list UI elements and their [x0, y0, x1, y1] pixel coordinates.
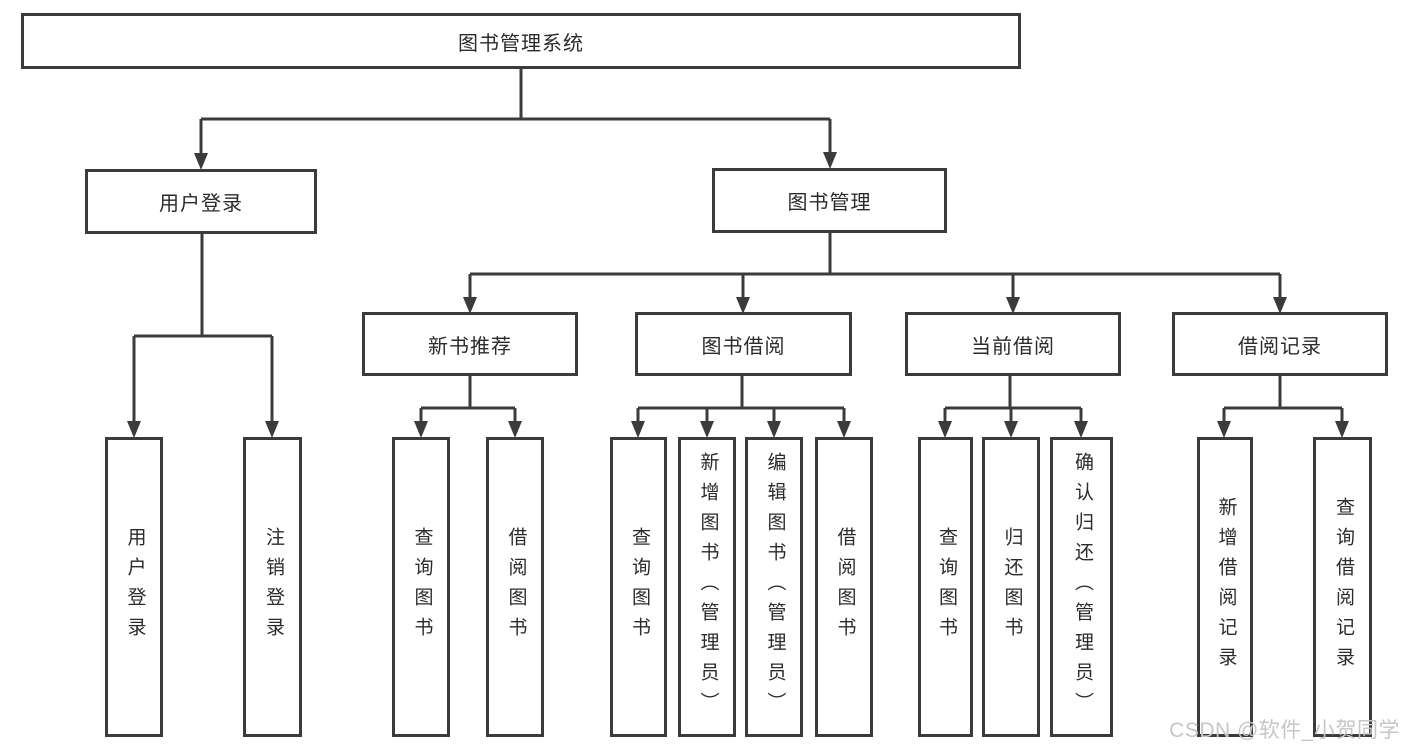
leaf-logout: 注销登录 [243, 437, 302, 737]
leaf-add-borrow-record: 新增借阅记录 [1197, 437, 1253, 737]
node-label: 图书借阅 [701, 335, 786, 358]
node-borrowing-records: 借阅记录 [1172, 312, 1388, 376]
leaf-edit-books-admin: 编辑图书（管理员） [745, 437, 803, 737]
node-label: 当前借阅 [971, 335, 1055, 358]
leaf-borrow-books-recommend: 借阅图书 [486, 437, 544, 737]
connector-newbook-to-leaves [419, 376, 517, 424]
csdn-watermark: CSDN @软件_小贺同学 [1169, 719, 1400, 742]
connector-bookborrow-to-leaves [636, 376, 846, 424]
leaf-return-books: 归还图书 [982, 437, 1040, 737]
node-label: 借阅记录 [1238, 335, 1322, 358]
node-label: 图书管理 [787, 192, 872, 214]
leaf-confirm-return-admin: 确认归还（管理员） [1050, 437, 1113, 737]
connector-borrowrecords-to-leaves [1222, 376, 1344, 424]
node-label: 查询借阅记录 [1332, 497, 1354, 677]
connector-currentborrow-to-leaves [943, 376, 1083, 424]
node-label: 确认归还（管理员） [1071, 452, 1093, 722]
leaf-add-books-admin: 新增图书（管理员） [678, 437, 736, 737]
leaf-query-borrow-record: 查询借阅记录 [1313, 437, 1372, 737]
node-label: 编辑图书（管理员） [764, 452, 786, 722]
node-current-borrowing: 当前借阅 [905, 312, 1121, 376]
leaf-query-books-current: 查询图书 [918, 437, 973, 737]
node-label: 借阅图书 [505, 527, 527, 647]
leaf-query-books-borrow: 查询图书 [610, 437, 667, 737]
node-label: 借阅图书 [834, 527, 856, 647]
leaf-user-login: 用户登录 [105, 437, 163, 737]
node-label: 用户登录 [124, 527, 146, 647]
node-user-login: 用户登录 [85, 169, 317, 234]
node-label: 新增借阅记录 [1215, 497, 1237, 677]
leaf-query-books-recommend: 查询图书 [392, 437, 450, 737]
arrowheads [127, 152, 1349, 438]
node-label: 查询图书 [411, 527, 433, 647]
node-label: 图书管理系统 [458, 32, 584, 55]
node-new-book-recommendation: 新书推荐 [362, 312, 578, 376]
connector-bookmgmt-to-level3 [468, 233, 1282, 299]
connector-userlogin-to-leaves [132, 234, 274, 424]
node-label: 新增图书（管理员） [697, 452, 719, 722]
node-label: 查询图书 [628, 527, 650, 647]
node-label: 归还图书 [1001, 527, 1023, 647]
leaf-borrow-books: 借阅图书 [815, 437, 873, 737]
node-label: 查询图书 [935, 527, 957, 647]
node-library-management-system: 图书管理系统 [21, 13, 1021, 69]
node-label: 用户登录 [159, 193, 243, 215]
node-label: 新书推荐 [428, 335, 512, 358]
connector-root-to-level2 [199, 68, 832, 156]
node-book-management: 图书管理 [712, 168, 947, 233]
node-label: 注销登录 [262, 527, 284, 647]
node-book-borrowing: 图书借阅 [635, 312, 852, 376]
